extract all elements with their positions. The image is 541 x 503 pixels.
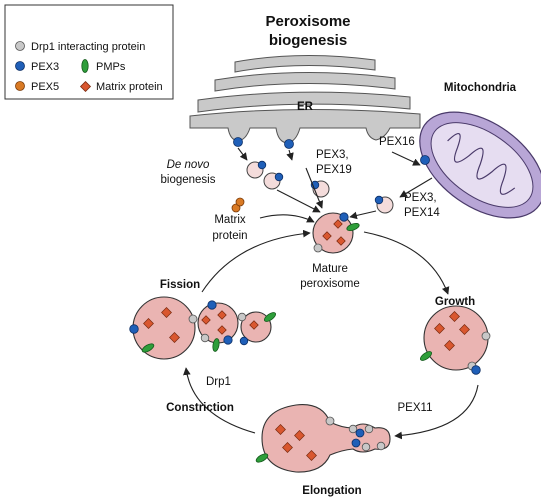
pex5-dot [235, 197, 245, 207]
matrix-protein-icon [79, 80, 92, 93]
arrow-to-growth [363, 231, 450, 295]
de-novo-label: De novo [167, 159, 210, 171]
mitochondria-organelle: Mitochondria [419, 82, 541, 219]
arrow-to-elongation [394, 384, 479, 440]
biogenesis-label: biogenesis [161, 174, 216, 186]
pex3-pex19-label-b: PEX19 [316, 164, 352, 176]
legend-pmps-label: PMPs [96, 61, 126, 73]
pex3-dot [233, 137, 243, 147]
diagram-title-line1: Peroxisome [265, 13, 350, 30]
legend-pex3-label: PEX3 [31, 61, 59, 73]
arrow-to-constriction [183, 367, 256, 434]
pex3-pex19-label-a: PEX3, [316, 149, 349, 161]
pex3-pex14-label-a: PEX3, [404, 192, 437, 204]
legend-drp1-label: Drp1 interacting protein [31, 41, 145, 53]
growing-peroxisome [420, 305, 491, 375]
mature-peroxisome [312, 212, 360, 254]
pex16-label: PEX16 [379, 136, 415, 148]
growth-label: Growth [435, 296, 475, 308]
pex3-dot [284, 139, 294, 149]
pex3-dot [257, 160, 267, 170]
mitochondria-label: Mitochondria [444, 82, 517, 94]
mature-peroxisome-label-a: Mature [312, 263, 348, 275]
pex3-pex14-label-b: PEX14 [404, 207, 440, 219]
matrix-protein-label-a: Matrix [214, 214, 246, 226]
fission-label: Fission [160, 279, 200, 291]
legend: Drp1 interacting protein PEX3 PMPs PEX5 … [4, 4, 174, 100]
constriction-label: Constriction [166, 402, 234, 414]
legend-matrix-label: Matrix protein [96, 81, 163, 93]
pex11-label: PEX11 [398, 402, 433, 414]
pmp-icon [81, 59, 89, 73]
er-organelle: ER [189, 54, 421, 144]
elongation-label: Elongation [302, 485, 361, 497]
pex3-dot [420, 155, 430, 165]
er-label: ER [297, 101, 314, 113]
mature-peroxisome-label-b: peroxisome [300, 278, 359, 290]
pex3-dot [374, 195, 384, 205]
drp1-label: Drp1 [206, 376, 231, 388]
elongated-peroxisome [255, 404, 391, 473]
legend-pex5-label: PEX5 [31, 81, 59, 93]
drp1-protein-icon [15, 41, 25, 51]
diagram-title-line2: biogenesis [269, 32, 347, 49]
matrix-protein-label-b: protein [212, 230, 247, 242]
pex5-icon [15, 81, 25, 91]
pex3-dot [274, 172, 284, 182]
arrow-to-mature [201, 229, 311, 293]
legend-box [4, 4, 174, 100]
pex3-icon [15, 61, 25, 71]
pex5-dot [231, 203, 241, 213]
dividing-peroxisomes [129, 296, 276, 360]
